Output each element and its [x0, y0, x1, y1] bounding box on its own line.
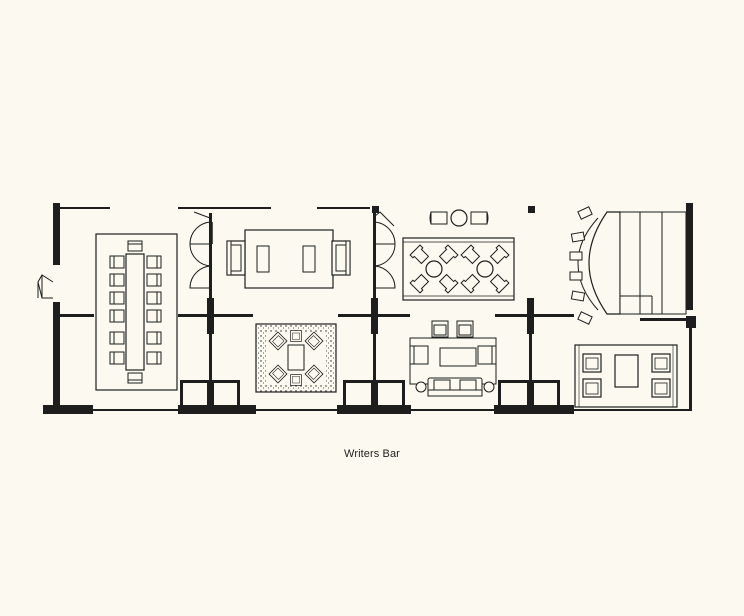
boardroom	[95, 233, 178, 391]
sofa-icon	[415, 377, 495, 397]
table-icon	[125, 253, 145, 371]
sofa-lounge	[409, 320, 497, 397]
meeting-room	[189, 211, 396, 289]
plan-caption: Writers Bar	[344, 448, 400, 460]
chair-icon	[582, 353, 602, 373]
lounge-rug-room	[255, 323, 337, 393]
chair-icon	[109, 255, 125, 269]
door-icon	[37, 274, 54, 299]
table-icon	[614, 354, 639, 388]
dining-room	[402, 209, 515, 301]
walls	[43, 203, 696, 414]
partitions	[60, 213, 686, 407]
armchair-lounge	[574, 344, 678, 408]
stair-icon	[619, 211, 687, 315]
bar-room	[569, 206, 687, 325]
